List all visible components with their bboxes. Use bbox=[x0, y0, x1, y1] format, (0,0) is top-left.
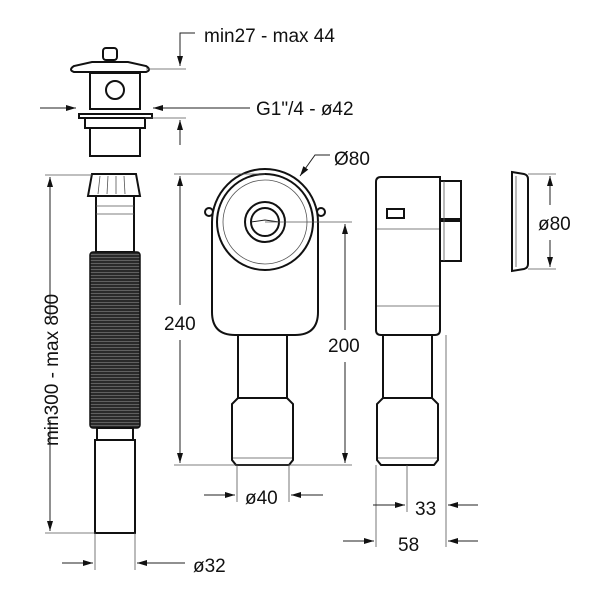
waste-height-label: min27 - max 44 bbox=[204, 26, 335, 47]
waste-dimensions: min27 - max 44 G1"/4 - ø42 bbox=[40, 26, 354, 145]
hose-length-label: min300 - max 800 bbox=[42, 294, 63, 446]
cover-disc: ø80 bbox=[511, 170, 571, 273]
siphon-height-label: 240 bbox=[164, 314, 196, 335]
cover-diameter-label: ø80 bbox=[538, 214, 571, 235]
popup-waste bbox=[70, 47, 153, 157]
siphon-cover-diameter-label: Ø80 bbox=[334, 149, 370, 170]
outlet-diameter-label: ø40 bbox=[245, 488, 278, 509]
siphon-front-view bbox=[204, 168, 326, 466]
siphon-dimensions: Ø80 240 200 ø40 bbox=[164, 149, 370, 509]
waste-thread-label: G1"/4 - ø42 bbox=[256, 99, 354, 120]
hose-dimensions: min300 - max 800 ø32 bbox=[42, 174, 226, 577]
side-dimensions: 33 58 bbox=[343, 335, 478, 556]
siphon-outlet-height-label: 200 bbox=[328, 336, 360, 357]
depth-total-label: 58 bbox=[398, 535, 419, 556]
depth-inner-label: 33 bbox=[415, 499, 436, 520]
hose-diameter-label: ø32 bbox=[193, 556, 226, 577]
siphon-side-view bbox=[375, 176, 462, 466]
flexible-hose bbox=[86, 173, 142, 534]
